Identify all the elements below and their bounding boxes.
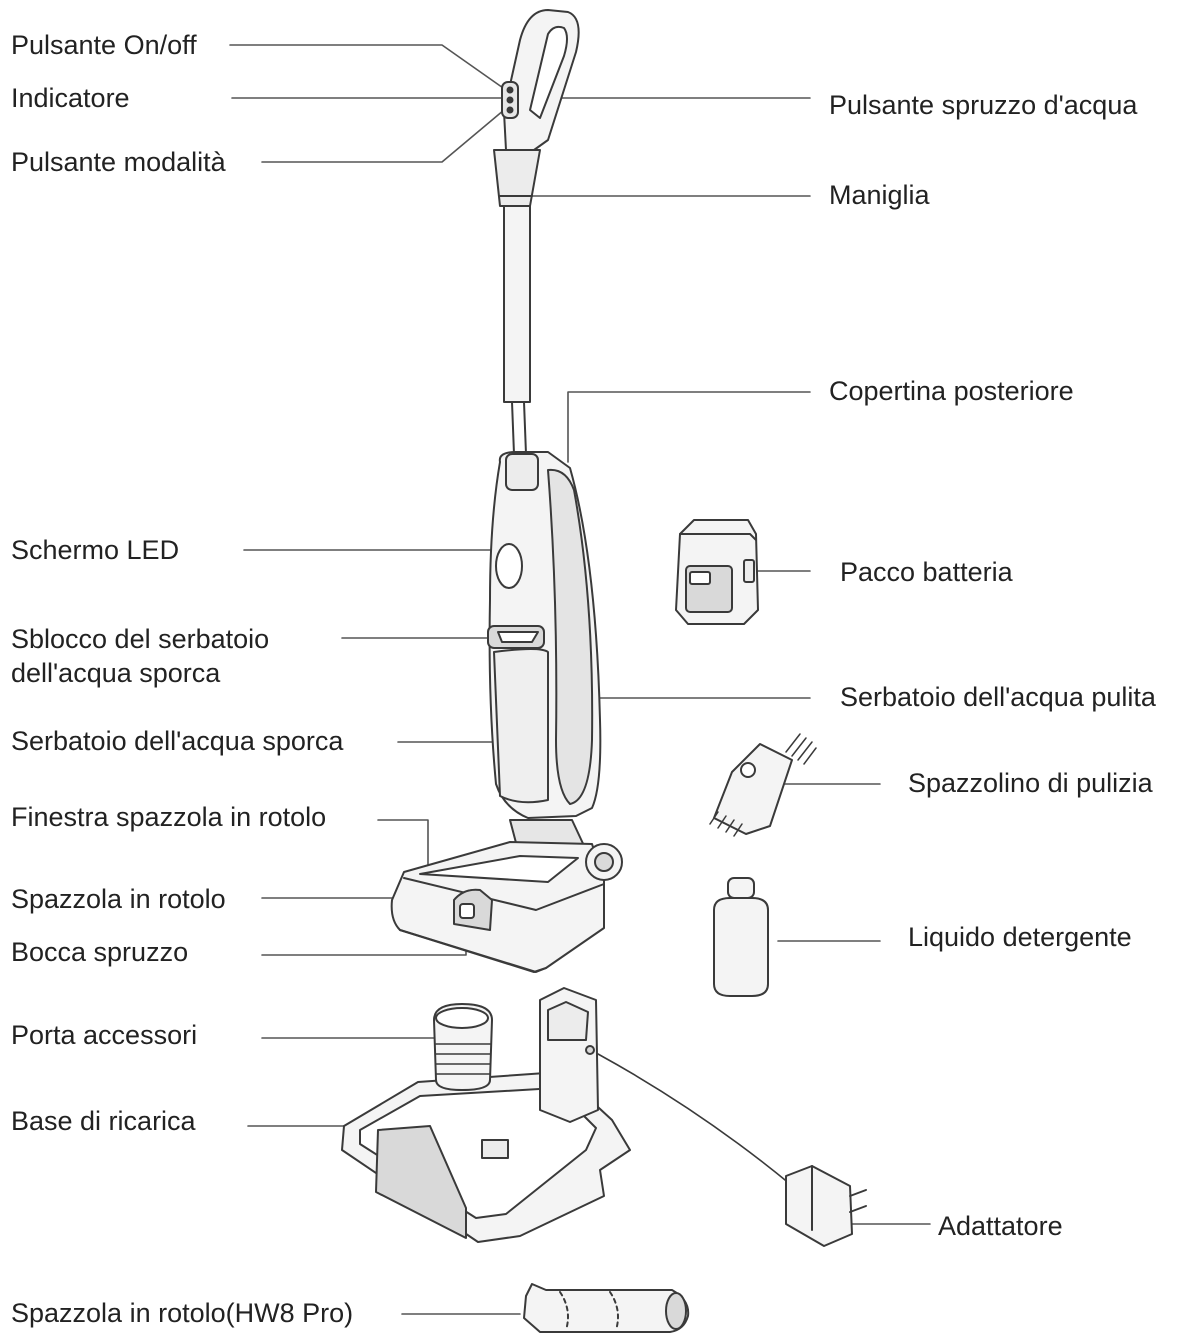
label-water-spray-button: Pulsante spruzzo d'acqua xyxy=(829,90,1138,120)
label-cleaning-brush: Spazzolino di pulizia xyxy=(908,768,1153,798)
label-roller-brush-window: Finestra spazzola in rotolo xyxy=(11,802,327,832)
vacuum-handle xyxy=(493,9,580,207)
leader-mode xyxy=(261,109,505,163)
label-handle: Maniglia xyxy=(829,180,930,210)
label-led-screen: Schermo LED xyxy=(11,535,180,565)
label-charging-base: Base di ricarica xyxy=(11,1106,196,1136)
label-roller-brush: Spazzola in rotolo xyxy=(11,884,226,914)
adapter-illustration xyxy=(785,1165,867,1247)
label-accessory-holder: Porta accessori xyxy=(11,1020,198,1050)
label-roller-brush-pro: Spazzola in rotolo(HW8 Pro) xyxy=(11,1298,354,1328)
roller-brush-pro-illustration xyxy=(523,1283,690,1333)
label-back-cover: Copertina posteriore xyxy=(829,376,1074,406)
label-dirty-water-tank: Serbatoio dell'acqua sporca xyxy=(11,726,344,756)
label-mode-button: Pulsante modalità xyxy=(11,147,226,177)
cleaning-brush-illustration xyxy=(709,733,817,837)
label-on-off-button: Pulsante On/off xyxy=(11,30,197,60)
leader-back-cover xyxy=(567,391,811,463)
vacuum-stick xyxy=(503,205,531,455)
label-clean-water-tank: Serbatoio dell'acqua pulita xyxy=(840,682,1156,712)
floor-head xyxy=(390,819,623,973)
vacuum-body xyxy=(487,451,602,819)
charging-base-illustration xyxy=(341,987,791,1243)
cleaning-liquid-bottle xyxy=(713,877,769,997)
label-adapter: Adattatore xyxy=(938,1211,1063,1241)
label-dirty-tank-release: Sblocco del serbatoio dell'acqua sporca xyxy=(11,624,270,688)
leader-on-off xyxy=(229,44,507,91)
label-indicator: Indicatore xyxy=(11,83,130,113)
label-battery-pack: Pacco batteria xyxy=(840,557,1013,587)
label-cleaning-liquid: Liquido detergente xyxy=(908,922,1132,952)
leader-roller-window xyxy=(377,819,429,873)
battery-pack-illustration xyxy=(675,519,759,625)
label-spray-nozzle: Bocca spruzzo xyxy=(11,937,189,967)
